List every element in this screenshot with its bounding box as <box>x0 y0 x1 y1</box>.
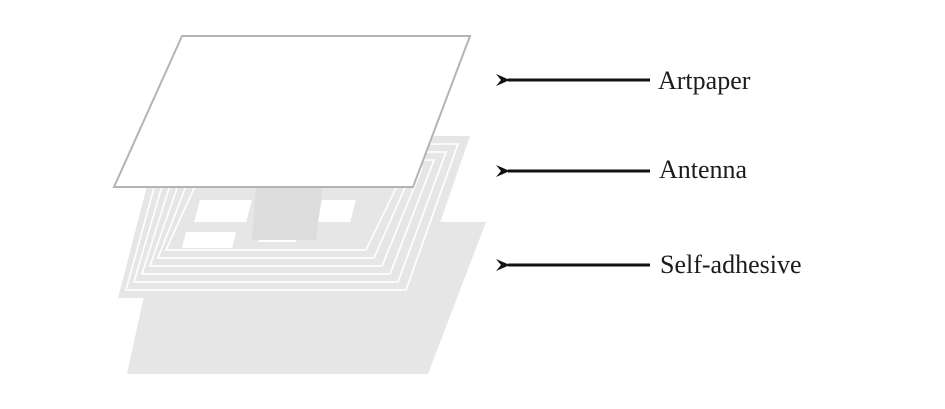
artpaper-label: Artpaper <box>658 66 751 95</box>
antenna-chip <box>252 188 322 240</box>
antenna-chip-pads <box>182 200 356 248</box>
artpaper-layer <box>112 35 472 188</box>
self-adhesive-label: Self-adhesive <box>660 250 802 279</box>
antenna-label: Antenna <box>659 155 748 184</box>
